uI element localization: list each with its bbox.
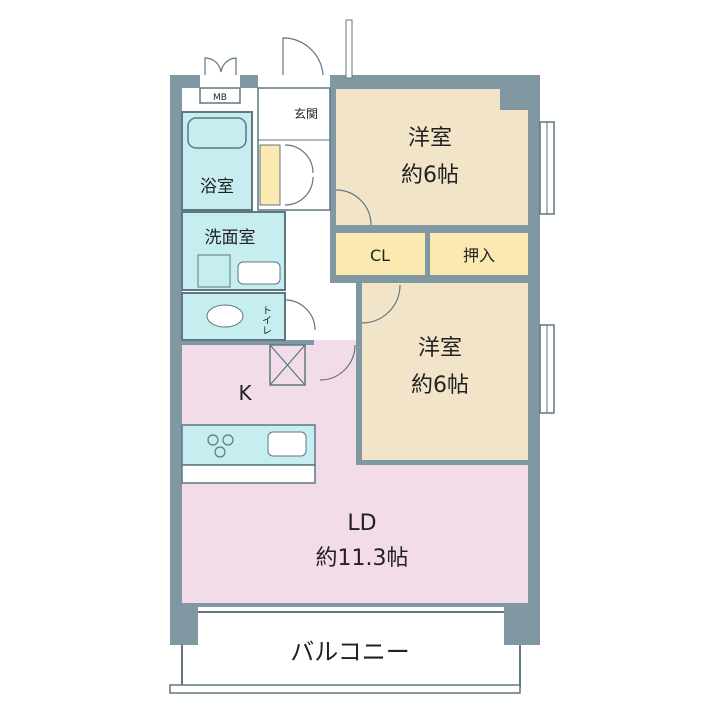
meter-box: MB [199, 57, 241, 104]
western-room-2-name: 洋室 [418, 336, 462, 361]
mb-label: MB [213, 93, 227, 103]
kitchen-label: K [238, 381, 252, 405]
washroom-label: 洗面室 [205, 228, 256, 248]
oshiire-label: 押入 [463, 246, 495, 265]
western-room-1-name: 洋室 [408, 126, 452, 151]
balcony: バルコニー [169, 611, 521, 694]
ld-size: 約11.3帖 [316, 546, 409, 571]
western-room-2: 洋室 約6帖 [361, 283, 528, 460]
windows [539, 121, 555, 414]
kitchen-counter [181, 424, 316, 484]
balcony-label: バルコニー [290, 638, 410, 666]
ld-name: LD [347, 511, 376, 536]
bathroom: 浴室 [181, 111, 253, 211]
toilet-label: トイレ [260, 305, 272, 335]
western-room-1: 洋室 約6帖 [335, 89, 528, 226]
walls [170, 75, 540, 645]
living-dining: K LD 約11.3帖 [182, 340, 528, 603]
bath-label: 浴室 [200, 177, 234, 197]
closet-label: CL [370, 246, 390, 265]
western-room-2-size: 約6帖 [411, 373, 469, 398]
entrance-label: 玄関 [294, 106, 318, 121]
western-room-1-size: 約6帖 [401, 163, 459, 188]
toilet: トイレ [181, 292, 316, 341]
washroom: 洗面室 [181, 211, 286, 291]
entrance: 玄関 [257, 19, 353, 211]
oshiire [430, 233, 528, 275]
closet [336, 233, 425, 275]
